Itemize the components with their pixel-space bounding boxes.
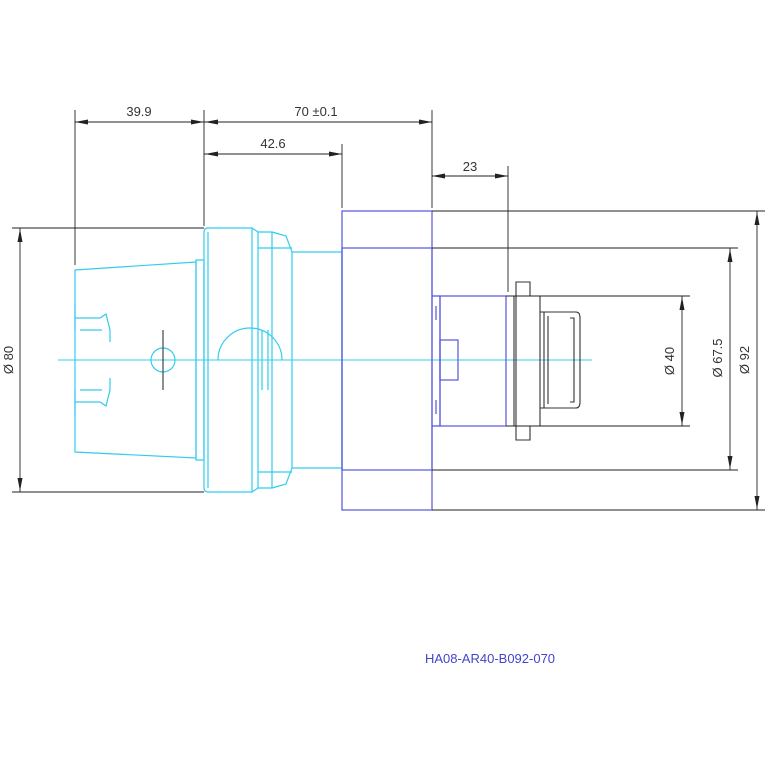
dimension-label: Ø 80 xyxy=(1,346,16,374)
dimension-label: 70 ±0.1 xyxy=(294,104,337,119)
tool-body xyxy=(341,210,507,511)
dimension-42-6: 42.6 xyxy=(204,136,343,208)
part-number: HA08-AR40-B092-070 xyxy=(425,651,555,666)
dimension-dia-80: Ø 80 xyxy=(1,227,204,493)
dimension-dia-40: Ø 40 xyxy=(506,295,690,427)
dimension-label: 39.9 xyxy=(126,104,151,119)
dimension-23: 23 xyxy=(432,159,509,292)
dimension-dia-92: Ø 92 xyxy=(432,210,765,511)
dimension-label: Ø 40 xyxy=(662,347,677,375)
cutter-head xyxy=(506,281,581,441)
tool-shank xyxy=(74,259,205,461)
dimension-dia-67-5: Ø 67.5 xyxy=(432,247,738,471)
dimension-70: 70 ±0.1 xyxy=(204,104,433,208)
dimension-label: Ø 92 xyxy=(737,346,752,374)
dimension-label: 42.6 xyxy=(260,136,285,151)
dimension-label: Ø 67.5 xyxy=(710,338,725,377)
dimension-39-9: 39.9 xyxy=(74,104,205,265)
dimension-label: 23 xyxy=(463,159,477,174)
